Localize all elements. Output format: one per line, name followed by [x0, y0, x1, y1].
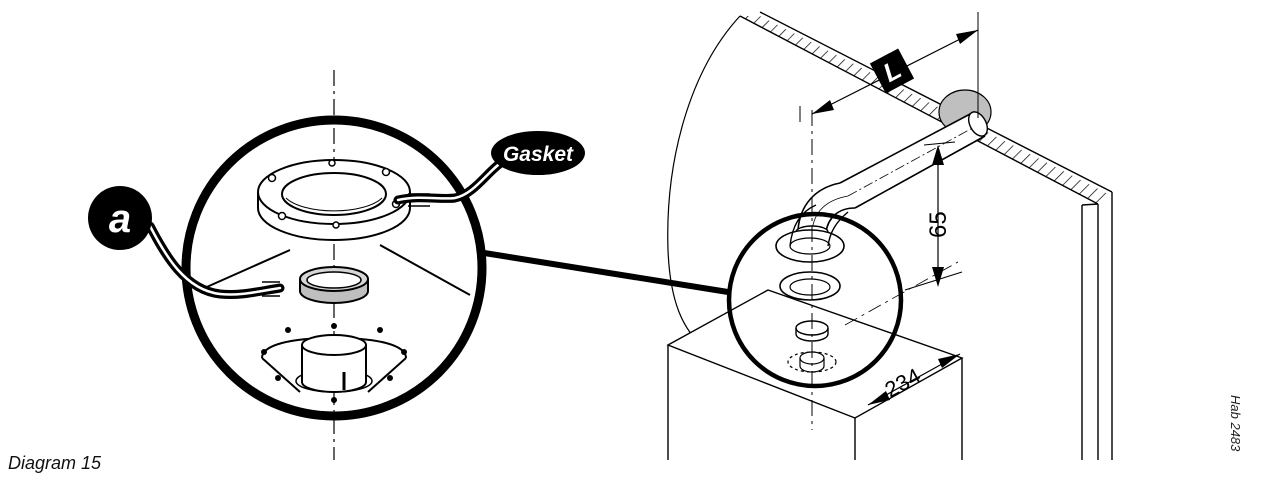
right-installation-view: L 65 234	[666, 11, 1113, 460]
gasket-callout: Gasket	[393, 131, 585, 207]
left-detail: Gasket a	[88, 70, 729, 460]
dim-65-label: 65	[925, 211, 952, 238]
dimension-65: 65	[904, 141, 963, 291]
magnifier-circle	[181, 115, 487, 421]
a-label: a	[109, 197, 131, 241]
gasket-label: Gasket	[503, 143, 574, 166]
right-magnifier	[726, 204, 904, 389]
a-callout: a	[88, 186, 285, 299]
gasket-ring	[299, 266, 369, 304]
diagram-caption: Diagram 15	[8, 453, 102, 473]
flue-pipe	[795, 111, 989, 239]
wall	[739, 11, 1113, 460]
reference-code: Hab 2483	[1228, 395, 1243, 452]
magnifier-connector	[477, 249, 729, 295]
flange-ring	[257, 159, 411, 241]
boiler-outlet	[261, 323, 407, 403]
dimension-L: L	[799, 12, 979, 122]
